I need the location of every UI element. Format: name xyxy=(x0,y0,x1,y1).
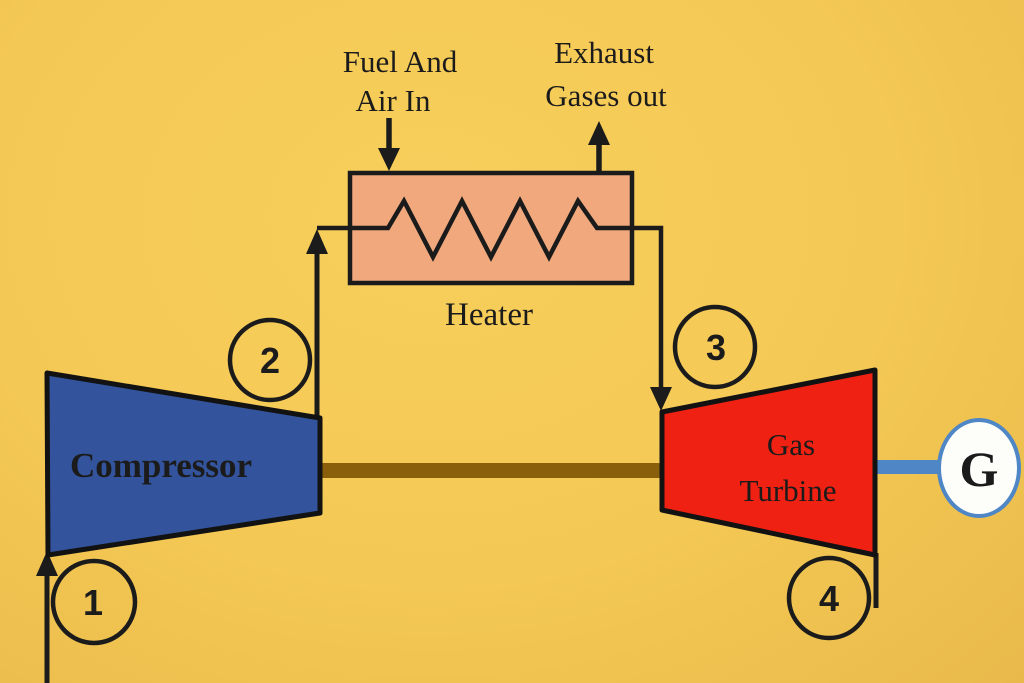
state3-down-arrow-icon xyxy=(650,387,672,411)
generator-shaft xyxy=(873,460,939,474)
compressor-block xyxy=(44,370,323,558)
compressor-turbine-shaft xyxy=(310,463,664,478)
state-marker-2-label: 2 xyxy=(260,340,280,381)
turbine-label-line1: Gas xyxy=(767,427,815,462)
state-marker-4-circle xyxy=(786,555,872,641)
heater-coil-icon xyxy=(317,196,664,390)
exhaust-out-up-arrow-icon xyxy=(588,121,610,145)
state-marker-3-circle xyxy=(672,304,758,390)
inlet-up-arrow-icon xyxy=(36,551,58,576)
turbine-label-line2: Turbine xyxy=(739,473,836,508)
state-marker-3-label: 3 xyxy=(706,327,726,368)
heater-box xyxy=(347,170,635,286)
exhaust-out-label-line2: Gases out xyxy=(545,78,667,113)
generator-circle xyxy=(937,418,1021,518)
fuel-in-down-arrow-icon xyxy=(378,148,400,171)
fuel-in-label-line1: Fuel And xyxy=(343,44,458,79)
fuel-in-label-line2: Air In xyxy=(356,83,431,118)
state2-up-arrow-icon xyxy=(306,229,328,254)
generator-label: G xyxy=(960,441,999,497)
state-marker-1-circle xyxy=(50,558,138,646)
exhaust-out-label-line1: Exhaust xyxy=(554,35,654,70)
compressor-label: Compressor xyxy=(70,446,252,485)
heater-label: Heater xyxy=(445,297,533,333)
state-marker-1-label: 1 xyxy=(83,582,103,623)
turbine-block xyxy=(659,367,878,558)
state-marker-2-circle xyxy=(227,317,313,403)
state-marker-4-label: 4 xyxy=(819,578,839,619)
